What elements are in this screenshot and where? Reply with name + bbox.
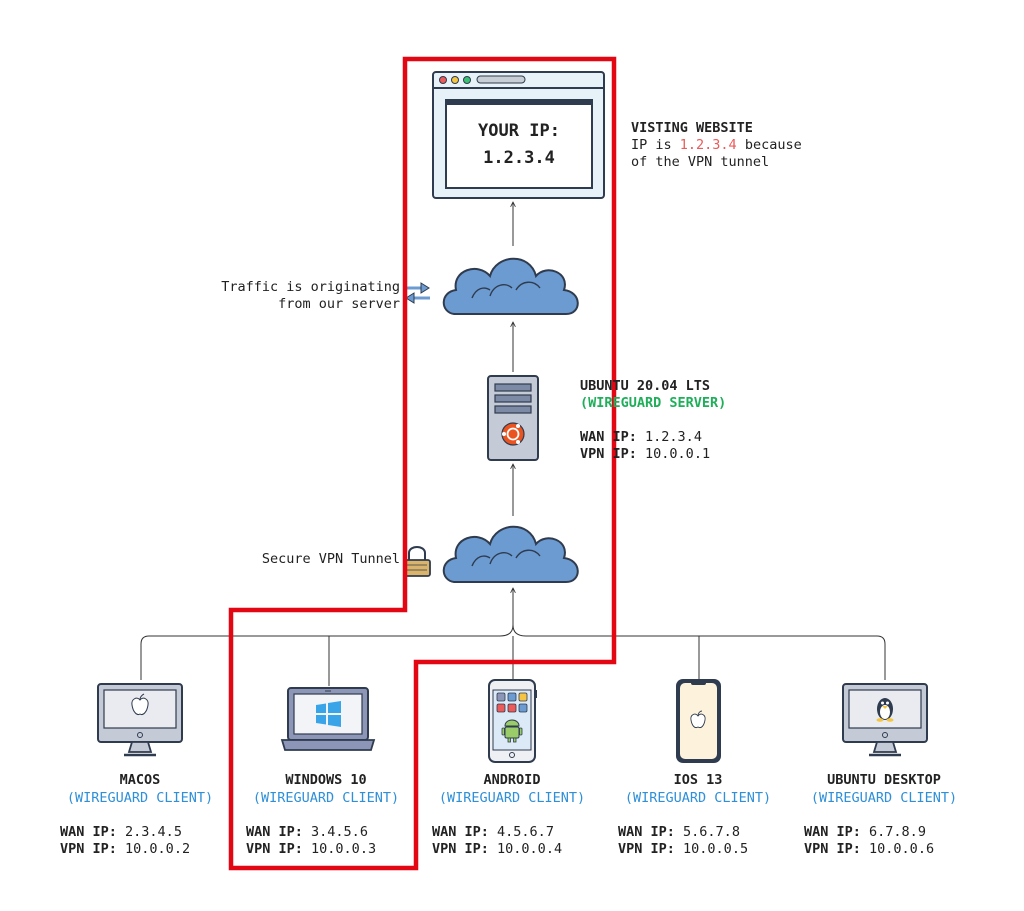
client-role: (WIREGUARD CLIENT) xyxy=(810,790,958,806)
client-role: (WIREGUARD CLIENT) xyxy=(624,790,772,806)
client-name: UBUNTU DESKTOP xyxy=(827,772,941,788)
client-role: (WIREGUARD CLIENT) xyxy=(252,790,400,806)
browser-window-icon xyxy=(432,71,605,199)
client-name: WINDOWS 10 xyxy=(285,772,367,788)
cloud-icon xyxy=(442,257,579,315)
client-wan-ip: WAN IP: 6.7.8.9 xyxy=(804,824,926,840)
laptop-icon xyxy=(280,687,376,751)
exchange-arrows-icon xyxy=(405,282,430,304)
client-vpn-ip: VPN IP: 10.0.0.6 xyxy=(804,841,935,857)
server-wan-ip: WAN IP: 1.2.3.4 xyxy=(580,429,702,445)
client-vpn-ip: VPN IP: 10.0.0.2 xyxy=(60,841,191,857)
cloud-icon xyxy=(442,525,579,583)
client-name: ANDROID xyxy=(483,772,541,788)
website-desc-line-1: IP is 1.2.3.4 because xyxy=(631,137,802,153)
traffic-label-line-1: Traffic is originating xyxy=(221,279,400,295)
client-vpn-ip: VPN IP: 10.0.0.4 xyxy=(432,841,563,857)
imac-icon xyxy=(97,683,183,757)
tree-connector-lines xyxy=(140,624,886,680)
imac-icon xyxy=(842,683,928,757)
ubuntu-logo-icon xyxy=(501,422,525,446)
server-name: UBUNTU 20.04 LTS xyxy=(580,378,711,394)
client-vpn-ip: VPN IP: 10.0.0.5 xyxy=(618,841,749,857)
padlock-icon xyxy=(403,546,431,577)
client-name: IOS 13 xyxy=(673,772,723,788)
client-wan-ip: WAN IP: 2.3.4.5 xyxy=(60,824,182,840)
client-wan-ip: WAN IP: 3.4.5.6 xyxy=(246,824,368,840)
windows-logo-icon xyxy=(316,701,341,727)
iphone-icon xyxy=(676,679,721,763)
highlight-outline xyxy=(228,56,617,871)
client-name: MACOS xyxy=(119,772,161,788)
android-robot-icon xyxy=(501,719,523,743)
tux-penguin-icon xyxy=(876,698,894,722)
website-ip-highlight: 1.2.3.4 xyxy=(679,137,737,153)
website-desc-line-2: of the VPN tunnel xyxy=(631,154,770,170)
client-wan-ip: WAN IP: 4.5.6.7 xyxy=(432,824,554,840)
browser-screen-line-2: 1.2.3.4 xyxy=(483,148,555,168)
server-tower-icon xyxy=(487,375,539,461)
client-role: (WIREGUARD CLIENT) xyxy=(66,790,214,806)
client-wan-ip: WAN IP: 5.6.7.8 xyxy=(618,824,740,840)
tunnel-label: Secure VPN Tunnel xyxy=(261,551,400,567)
server-role: (WIREGUARD SERVER) xyxy=(580,395,727,411)
android-phone-icon xyxy=(488,679,537,763)
apple-logo-icon xyxy=(131,693,149,715)
website-title: VISTING WEBSITE xyxy=(631,120,753,136)
traffic-label-line-2: from our server xyxy=(278,296,400,312)
client-role: (WIREGUARD CLIENT) xyxy=(438,790,586,806)
server-vpn-ip: VPN IP: 10.0.0.1 xyxy=(580,446,711,462)
browser-screen-line-1: YOUR IP: xyxy=(478,121,560,141)
client-vpn-ip: VPN IP: 10.0.0.3 xyxy=(246,841,377,857)
